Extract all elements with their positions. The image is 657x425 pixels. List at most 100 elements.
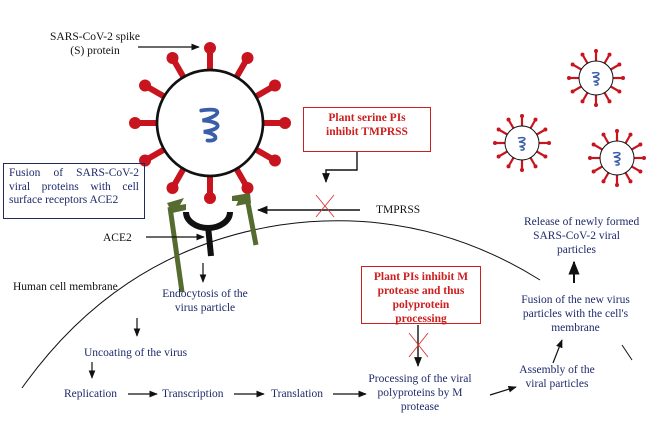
spike-protein-label-line: SARS-CoV-2 spike	[50, 31, 140, 43]
m-protease-inhibit-box: Plant PIs inhibit M protease and thus po…	[361, 266, 481, 325]
cell-membrane-label: Human cell membrane	[13, 281, 118, 293]
spike-protein-tip	[547, 141, 551, 145]
fusion-new-line: Fusion of the new virus	[521, 294, 630, 306]
spike-protein-tip	[594, 49, 598, 53]
spike-protein-tip	[496, 127, 501, 132]
fusion-ace2-text: Fusion of SARS-CoV-2 viral proteins with…	[9, 167, 139, 206]
serine-pi-arrow	[322, 152, 358, 183]
spike-protein-tip	[621, 76, 625, 80]
spike-protein-tip	[607, 99, 612, 104]
spike-protein-tip	[617, 62, 622, 67]
uncoating-label: Uncoating of the virus	[84, 347, 188, 359]
endocytosis-line: virus particle	[174, 302, 236, 314]
tmprss-receptor-left	[167, 198, 186, 293]
spike-protein-label-line: (S) protein	[70, 45, 120, 57]
spike-protein-tip	[567, 76, 571, 80]
spike-protein-tip	[279, 117, 291, 129]
spike-protein-tip	[570, 89, 575, 94]
ace2-label: ACE2	[103, 232, 132, 244]
ace2-receptor	[183, 211, 233, 257]
spike-protein-tip	[543, 154, 548, 159]
released-virus-particle	[588, 129, 646, 187]
spike-protein-tip	[129, 117, 141, 129]
fusion-new-virus-label: Fusion of the new virus particles with t…	[518, 293, 633, 335]
release-line: Release of newly formed	[524, 216, 640, 228]
processing-line: protease	[400, 401, 440, 413]
spike-protein-tip	[496, 154, 501, 159]
tmprss-inhibition-cross	[315, 194, 335, 218]
serine-pi-inhibit-box: Plant serine PIs inhibit TMPRSS	[303, 107, 431, 152]
spike-protein-tip	[588, 156, 592, 160]
spike-protein-tip	[204, 42, 216, 54]
viral-rna	[517, 136, 526, 151]
m-protease-line: polyprotein processing	[392, 299, 450, 325]
spike-protein-tip	[533, 164, 538, 169]
release-label: Release of newly formed SARS-CoV-2 viral…	[524, 215, 640, 257]
endocytosis-label: Endocytosis of the virus particle	[150, 287, 260, 315]
processing-line: polyproteins by M	[377, 387, 463, 399]
spike-protein-tip	[241, 52, 254, 65]
spike-protein-tip	[506, 164, 511, 169]
main-virus-particle	[129, 42, 291, 204]
spike-protein-tip	[166, 181, 179, 194]
fusion-new-line: membrane	[551, 322, 600, 334]
spike-protein-label: SARS-CoV-2 spike (S) protein	[30, 30, 160, 58]
spike-protein-tip	[570, 62, 575, 67]
spike-protein-tip	[520, 114, 524, 118]
spike-protein-tip	[628, 132, 633, 137]
replication-label: Replication	[64, 388, 118, 400]
viral-rna	[199, 107, 220, 143]
spike-protein-tip	[241, 181, 254, 194]
processing-to-assembly-arrow	[489, 386, 517, 396]
translation-label: Translation	[271, 388, 323, 400]
spike-protein-tip	[607, 52, 612, 57]
released-virus-particle	[493, 114, 551, 172]
spike-protein-tip	[591, 169, 596, 174]
spike-protein-tip	[493, 141, 497, 145]
spike-protein-tip	[601, 179, 606, 184]
spike-protein-tip	[268, 79, 281, 92]
spike-protein-tip	[520, 168, 524, 172]
spike-protein-tip	[642, 156, 646, 160]
processing-label: Processing of the viral polyproteins by …	[360, 372, 480, 414]
spike-protein-tip	[638, 142, 643, 147]
spike-protein-tip	[580, 99, 585, 104]
assembly-label: Assembly of the viral particles	[512, 363, 602, 391]
spike-protein-tip	[204, 192, 216, 204]
tmprss-receptor-right	[232, 193, 259, 246]
spike-protein-tip	[617, 89, 622, 94]
assembly-to-fusion-arrow	[552, 339, 563, 364]
spike-protein-tip	[615, 129, 619, 133]
fusion-ace2-box: Fusion of SARS-CoV-2 viral proteins with…	[3, 163, 145, 219]
spike-protein-tip	[591, 142, 596, 147]
m-protease-line: protease and thus	[377, 285, 465, 297]
spike-protein-tip	[543, 127, 548, 132]
m-protease-line: Plant PIs inhibit M	[373, 271, 469, 283]
viral-rna	[591, 71, 600, 86]
spike-protein-tip	[601, 132, 606, 137]
release-line: SARS-CoV-2 viral	[533, 230, 620, 242]
spike-protein-tip	[166, 52, 179, 65]
assembly-line: viral particles	[525, 378, 589, 390]
spike-protein-tip	[615, 183, 619, 187]
cell-membrane-curve	[21, 220, 541, 389]
fusion-new-line: particles with the cell's	[522, 308, 629, 320]
serine-pi-line: Plant serine PIs	[328, 112, 406, 124]
cell-membrane-curve-end	[621, 344, 633, 361]
spike-protein-tip	[594, 103, 598, 107]
serine-pi-line: inhibit TMPRSS	[326, 126, 408, 138]
released-virus-particle	[567, 49, 625, 107]
release-line: particles	[557, 244, 596, 256]
tmprss-label: TMPRSS	[376, 204, 421, 216]
spike-protein-tip	[139, 79, 152, 92]
endocytosis-line: Endocytosis of the	[162, 288, 248, 300]
processing-line: Processing of the viral	[368, 373, 472, 385]
spike-protein-tip	[580, 52, 585, 57]
viral-rna	[612, 151, 621, 166]
spike-protein-tip	[638, 169, 643, 174]
spike-protein-tip	[268, 154, 281, 167]
transcription-label: Transcription	[162, 388, 224, 400]
spike-protein-tip	[628, 179, 633, 184]
spike-protein-tip	[533, 117, 538, 122]
